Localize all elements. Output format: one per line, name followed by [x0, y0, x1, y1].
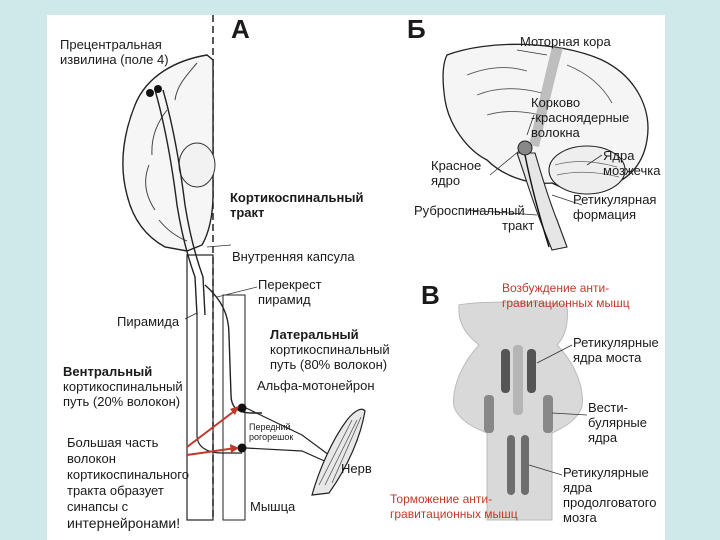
diagram-drawing	[122, 15, 649, 521]
label-inhibition: Торможение анти-гравитационных мышц	[390, 492, 518, 521]
muscle-shape	[311, 408, 366, 496]
red-arrow	[186, 447, 237, 456]
cortical-neuron	[154, 85, 162, 93]
label-lateral: Латеральный кортикоспинальный путь (80% …	[270, 327, 390, 372]
decussation-crossing	[204, 284, 262, 414]
label-corticorubral: Корково -красноядерные волокна	[531, 95, 630, 140]
rubrospinal-line	[524, 154, 550, 248]
medulla-reticular-nucleus	[507, 435, 515, 495]
vestibular-nucleus	[484, 395, 494, 433]
cortex-folds	[145, 62, 198, 242]
label-vestibular: Вести- булярные ядра	[588, 400, 647, 445]
label-medulla-reticular: Ретикулярные ядра продолговатого мозга	[563, 465, 657, 525]
alpha-motoneuron-dot	[237, 403, 247, 413]
label-ventral: Вентральный кортикоспинальный путь (20% …	[63, 364, 183, 409]
pons-reticular-nucleus	[501, 349, 510, 393]
panel-letter-b: Б	[407, 14, 426, 44]
label-motor-cortex: Моторная кора	[520, 34, 611, 49]
muscle-fibers	[318, 416, 362, 486]
ventral-pathway	[196, 315, 242, 454]
gyri	[466, 64, 613, 118]
brain-hemisphere	[122, 54, 214, 252]
panel-letter-c: В	[421, 280, 440, 310]
label-nerve: Нерв	[341, 461, 372, 476]
panel-letter-a: А	[231, 14, 250, 44]
corticospinal-fibers	[154, 89, 198, 316]
thalamus	[178, 142, 216, 188]
interneuron-dot	[237, 443, 247, 453]
red-arrow	[186, 408, 238, 448]
vestibular-nucleus	[543, 395, 553, 433]
cerebellum	[548, 145, 626, 195]
corticospinal-fibers-2	[162, 89, 206, 316]
red-nucleus	[517, 140, 533, 156]
note-interneurons: Большая часть волокон кортикоспинального…	[67, 435, 189, 531]
cortical-neuron	[146, 89, 154, 97]
medulla-reticular-nucleus	[521, 435, 529, 495]
brainstem	[186, 254, 214, 521]
label-muscle: Мышца	[250, 499, 296, 514]
label-internal-capsule: Внутренняя капсула	[232, 249, 355, 264]
motor-cortex-band	[529, 47, 563, 147]
red-arrow-head	[230, 406, 239, 415]
motor-axon-2	[245, 447, 330, 464]
label-alpha-motoneuron: Альфа-мотонейрон	[257, 378, 375, 393]
pons-reticular-nucleus	[527, 349, 536, 393]
central-column	[513, 345, 523, 415]
label-rubrospinal: Руброспинальный тракт	[414, 203, 535, 233]
cerebellum-folia	[554, 161, 620, 178]
label-pyramid: Пирамида	[117, 314, 180, 329]
label-excitation: Возбуждение анти-гравитационных мышц	[502, 281, 630, 310]
motor-axon	[245, 407, 330, 456]
red-arrow-head	[230, 444, 239, 453]
